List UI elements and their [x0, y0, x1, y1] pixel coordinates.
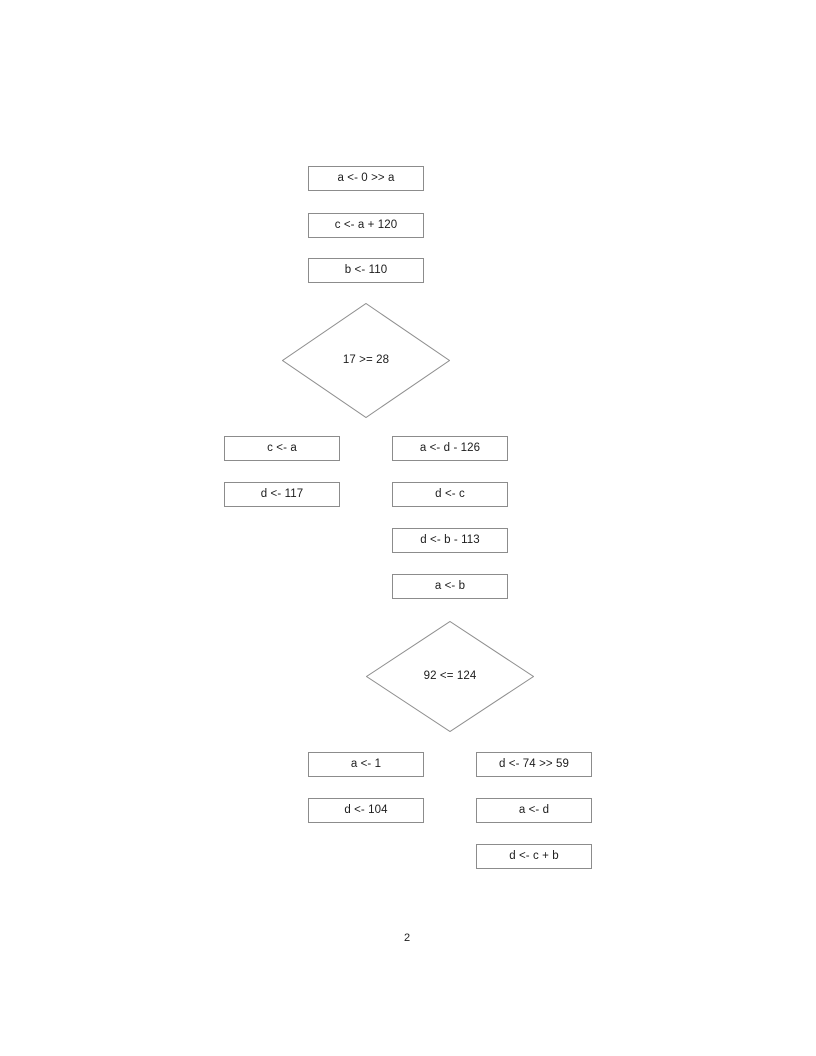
flowchart-process-node: d <- c + b	[476, 844, 592, 869]
decision-diamond-shape	[366, 621, 534, 732]
flowchart-decision-label-wrap: 17 >= 28	[282, 303, 450, 418]
flowchart-node-label: c <- a + 120	[334, 218, 398, 231]
page-number: 2	[403, 932, 411, 944]
flowchart-node-label: d <- 117	[260, 487, 304, 500]
flowchart-node-label: a <- d	[518, 803, 550, 816]
flowchart-node-label: a <- 1	[350, 757, 382, 770]
decision-diamond-shape	[282, 303, 450, 418]
flowchart-node-label: c <- a	[267, 441, 297, 454]
flowchart-node-label: b <- 110	[344, 263, 388, 276]
flowchart-process-node: a <- 1	[308, 752, 424, 777]
flowchart-node-label: 17 >= 28	[342, 353, 390, 366]
flowchart-process-node: a <- b	[392, 574, 508, 599]
flowchart-process-node: d <- c	[392, 482, 508, 507]
flowchart-process-node: d <- 104	[308, 798, 424, 823]
flowchart-process-node: a <- d - 126	[392, 436, 508, 461]
flowchart-process-node: c <- a + 120	[308, 213, 424, 238]
flowchart-node-label: d <- c	[435, 487, 465, 500]
flowchart-decision-label-wrap: 92 <= 124	[366, 621, 534, 732]
flowchart-decision-node: 17 >= 28	[282, 303, 450, 418]
flowchart-node-label: d <- c + b	[509, 849, 559, 862]
flowchart-process-node: b <- 110	[308, 258, 424, 283]
flowchart-decision-node: 92 <= 124	[366, 621, 534, 732]
flowchart-node-label: d <- b - 113	[420, 533, 480, 546]
flowchart-process-node: d <- 74 >> 59	[476, 752, 592, 777]
flowchart-node-label: a <- 0 >> a	[337, 171, 395, 184]
flowchart-node-label: 92 <= 124	[423, 669, 477, 682]
flowchart-process-node: a <- d	[476, 798, 592, 823]
flowchart-node-label: a <- b	[434, 579, 466, 592]
flowchart-node-label: a <- d - 126	[419, 441, 481, 454]
flowchart-process-node: d <- b - 113	[392, 528, 508, 553]
flowchart-process-node: d <- 117	[224, 482, 340, 507]
flowchart-process-node: c <- a	[224, 436, 340, 461]
flowchart-node-label: d <- 104	[344, 803, 388, 816]
flowchart-process-node: a <- 0 >> a	[308, 166, 424, 191]
flowchart-node-label: d <- 74 >> 59	[498, 757, 570, 770]
